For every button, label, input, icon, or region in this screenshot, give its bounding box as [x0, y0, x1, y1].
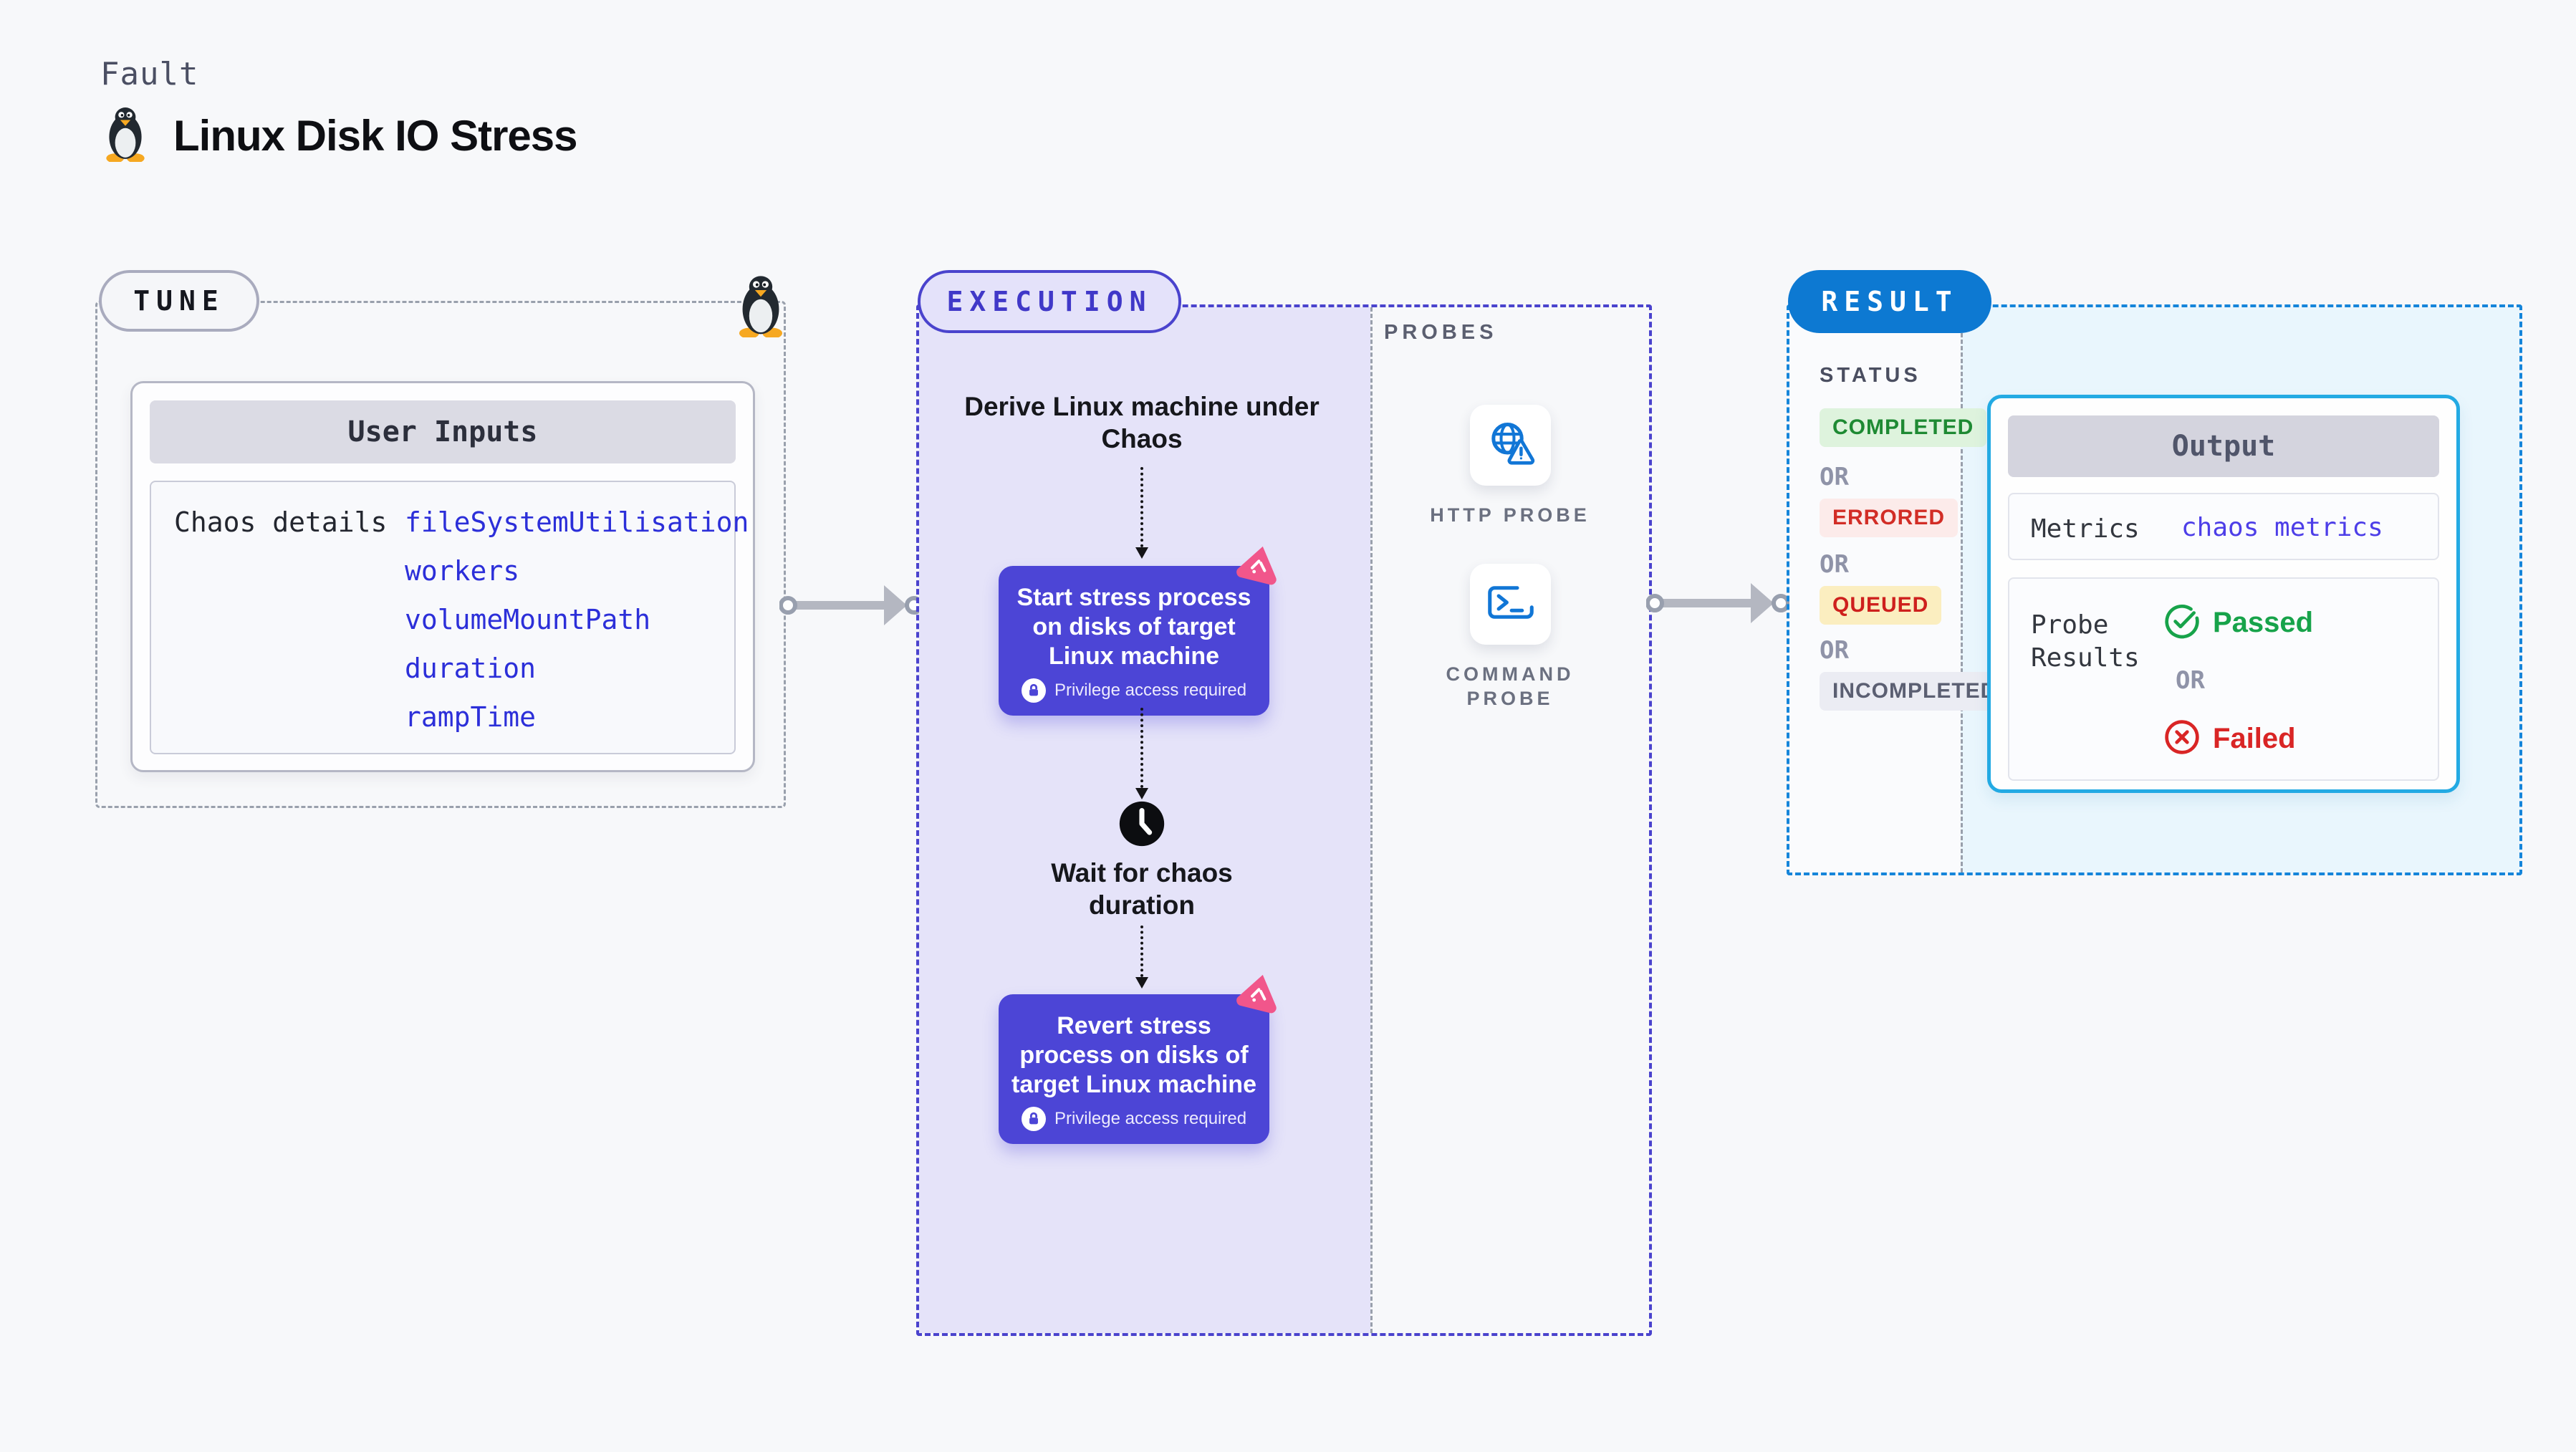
- tux-penguin-icon-small: [734, 274, 787, 341]
- tune-pill: TUNE: [99, 270, 259, 332]
- or-separator: OR: [1820, 463, 1849, 491]
- x-circle-icon: [2164, 719, 2200, 759]
- or-separator: OR: [1820, 550, 1849, 579]
- status-badge-completed: COMPLETED: [1820, 408, 1987, 447]
- command-probe-card: [1470, 564, 1551, 645]
- user-inputs-card: User Inputs Chaos details fileSystemUtil…: [130, 381, 755, 772]
- passed-result: Passed: [2164, 603, 2313, 643]
- tune-to-execution-arrow: [779, 582, 923, 628]
- page-title: Linux Disk IO Stress: [173, 112, 578, 160]
- revert-stress-step: Revert stress process on disks of target…: [999, 994, 1269, 1144]
- status-badge-incompleted: INCOMPLETED: [1820, 672, 2010, 711]
- input-ramptime: rampTime: [405, 701, 537, 733]
- privilege-note: Privilege access required: [1021, 678, 1247, 703]
- start-stress-text: Start stress process on disks of target …: [1017, 584, 1251, 670]
- privilege-text-2: Privilege access required: [1054, 1109, 1247, 1128]
- tune-section-box: [95, 301, 786, 808]
- input-filesystemutilisation: fileSystemUtilisation: [405, 506, 749, 538]
- tux-penguin-icon: [102, 106, 149, 165]
- user-inputs-header: User Inputs: [150, 400, 736, 463]
- flow-arrow-2: [1140, 708, 1143, 788]
- lock-icon: [1021, 1107, 1046, 1131]
- or-separator: OR: [1820, 636, 1849, 665]
- probe-results-row: Probe Results Passed OR F: [2008, 577, 2439, 781]
- metrics-row: Metrics chaos metrics: [2008, 493, 2439, 560]
- privilege-text: Privilege access required: [1054, 681, 1247, 700]
- input-workers: workers: [405, 555, 520, 587]
- check-circle-icon: [2164, 603, 2200, 643]
- litmus-chaos-icon: [1235, 543, 1281, 589]
- execution-to-result-arrow: [1645, 580, 1790, 626]
- input-volumemountpath: volumeMountPath: [405, 604, 651, 635]
- output-card: Output Metrics chaos metrics Probe Resul…: [1987, 395, 2460, 793]
- litmus-chaos-icon: [1235, 971, 1281, 1017]
- flow-arrow-1: [1140, 467, 1143, 547]
- globe-warning-icon: [1485, 418, 1537, 473]
- metrics-value: chaos metrics: [2181, 513, 2383, 542]
- passed-label: Passed: [2213, 607, 2314, 638]
- start-stress-step: Start stress process on disks of target …: [999, 566, 1269, 716]
- derive-step-text: Derive Linux machine under Chaos: [964, 392, 1320, 453]
- failed-result: Failed: [2164, 719, 2296, 759]
- status-badge-errored: ERRORED: [1820, 499, 1959, 537]
- or-separator: OR: [2176, 666, 2205, 695]
- input-duration: duration: [405, 653, 537, 684]
- command-probe-label: COMMAND PROBE: [1446, 663, 1575, 709]
- probe-results-label: Probe Results: [2031, 610, 2140, 673]
- status-heading: STATUS: [1820, 364, 1921, 387]
- status-badge-queued: QUEUED: [1820, 586, 1942, 625]
- flow-arrow-2-head: [1135, 788, 1148, 799]
- http-probe-label: HTTP PROBE: [1430, 504, 1590, 526]
- terminal-icon: [1485, 577, 1537, 632]
- privilege-note-2: Privilege access required: [1021, 1107, 1247, 1131]
- flow-arrow-1-head: [1135, 547, 1148, 559]
- flow-arrow-3: [1140, 925, 1143, 977]
- lock-icon: [1021, 678, 1046, 703]
- chaos-details-label: Chaos details: [174, 506, 388, 538]
- fault-kicker: Fault: [100, 56, 199, 92]
- http-probe-card: [1470, 405, 1551, 486]
- result-pill: RESULT: [1788, 270, 1991, 333]
- execution-pill: EXECUTION: [918, 270, 1181, 333]
- probes-heading: PROBES: [1384, 321, 1498, 344]
- failed-label: Failed: [2213, 723, 2296, 754]
- revert-stress-text: Revert stress process on disks of target…: [1011, 1012, 1256, 1098]
- probes-panel: [1370, 307, 1649, 1333]
- flow-arrow-3-head: [1135, 977, 1148, 989]
- wait-step-text: Wait for chaos duration: [1051, 858, 1233, 920]
- clock-icon: [1118, 799, 1166, 852]
- user-inputs-list: Chaos details fileSystemUtilisation work…: [150, 481, 749, 754]
- title-row: Linux Disk IO Stress: [102, 106, 578, 165]
- metrics-label: Metrics: [2031, 514, 2140, 544]
- output-header: Output: [2008, 415, 2439, 477]
